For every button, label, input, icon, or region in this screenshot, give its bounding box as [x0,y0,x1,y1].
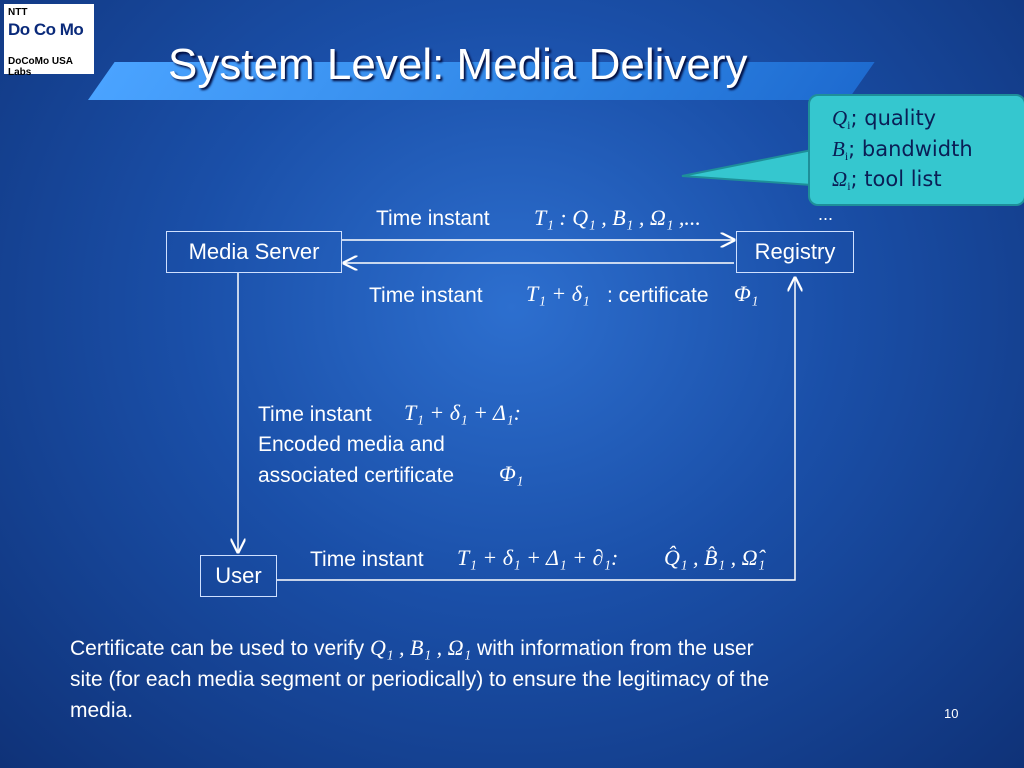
arrow-user-to-registry [277,278,795,581]
msg4-formula: T₁ + δ₁ + Δ₁ + ∂₁: [457,545,619,570]
docomo-logo: NTT Do Co Mo DoCoMo USA Labs [4,4,94,78]
msg2-certificate-label: : certificate [607,284,709,307]
msg2-certificate-symbol: Φ₁ [734,281,759,306]
msg1-time-label: Time instant [376,207,490,230]
msg4-time-label: Time instant [310,548,424,571]
bottom-paragraph: Certificate can be used to verify Q₁ , B… [70,632,940,726]
legend-ellipsis: ... [818,204,834,224]
bottom-line2: site (for each media segment or periodic… [70,668,770,691]
logo-ntt-text: NTT [8,7,28,18]
msg3-line3: associated certificate [258,464,455,487]
callout-pointer [681,148,813,187]
legend-tool-list: Ωi; tool list [832,167,942,193]
slide-title: System Level: Media Delivery [168,40,748,89]
msg1-formula: T₁ : Q₁ , B₁ , Ω₁ ,... [534,205,701,230]
registry-node: Registry [736,231,854,273]
msg3-certificate-symbol: Φ₁ [499,461,524,486]
logo-subtitle: DoCoMo USA Labs [8,56,73,78]
legend-quality: Qi; quality [832,106,937,132]
msg3-formula: T₁ + δ₁ + Δ₁: [404,400,521,425]
bottom-line1: Certificate can be used to verify Q₁ , B… [70,635,754,660]
logo-brand-text: Do Co Mo [8,20,84,39]
msg2-formula: T₁ + δ₁ [526,281,590,306]
msg2-time-label: Time instant [369,284,483,307]
legend-bandwidth: Bi; bandwidth [832,137,973,163]
msg3-line2: Encoded media and [258,433,445,456]
bottom-formula: Q₁ , B₁ , Ω₁ [370,635,472,660]
user-node: User [200,555,277,597]
legend-callout [808,94,1024,206]
msg3-time-label: Time instant [258,403,372,426]
msg4-values: Q̂₁ , B̂₁ , Ω̂₁ [664,545,766,570]
page-number: 10 [944,706,959,721]
media-server-node: Media Server [166,231,342,273]
bottom-line3: media. [70,699,134,722]
